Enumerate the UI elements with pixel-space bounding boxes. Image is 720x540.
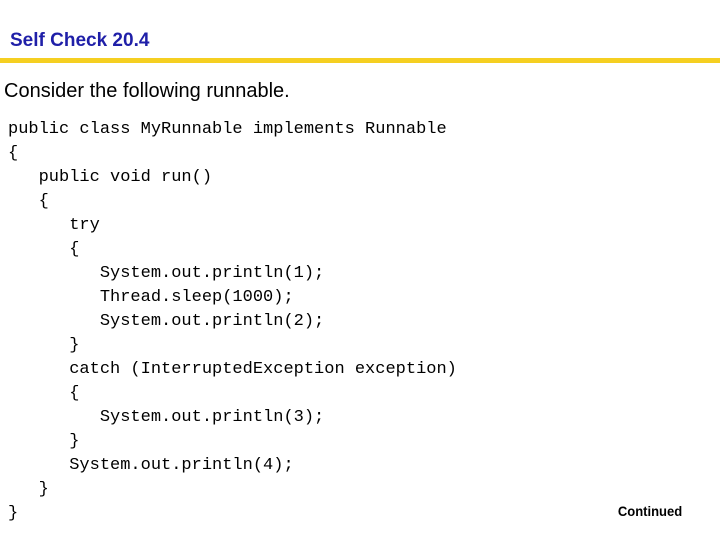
code-line: } <box>8 504 19 523</box>
code-line: try <box>8 216 100 235</box>
code-line: } <box>8 432 80 451</box>
title-divider-rule <box>0 58 720 63</box>
code-line: catch (InterruptedException exception) <box>8 360 457 379</box>
code-line: { <box>8 384 80 403</box>
slide-header: Self Check 20.4 <box>0 0 720 64</box>
code-line: Thread.sleep(1000); <box>8 288 294 307</box>
code-line: System.out.println(3); <box>8 408 325 427</box>
continued-label: Continued <box>617 503 682 519</box>
code-line: System.out.println(1); <box>8 264 325 283</box>
code-line: public class MyRunnable implements Runna… <box>8 120 447 139</box>
code-block: public class MyRunnable implements Runna… <box>8 118 457 526</box>
code-line: } <box>8 336 80 355</box>
code-line: { <box>8 144 19 163</box>
code-line: System.out.println(4); <box>8 456 294 475</box>
code-line: { <box>8 192 49 211</box>
code-line: System.out.println(2); <box>8 312 325 331</box>
intro-text: Consider the following runnable. <box>4 80 290 102</box>
code-line: { <box>8 240 80 259</box>
code-line: public void run() <box>8 168 213 187</box>
page-title: Self Check 20.4 <box>10 30 150 51</box>
code-line: } <box>8 480 49 499</box>
